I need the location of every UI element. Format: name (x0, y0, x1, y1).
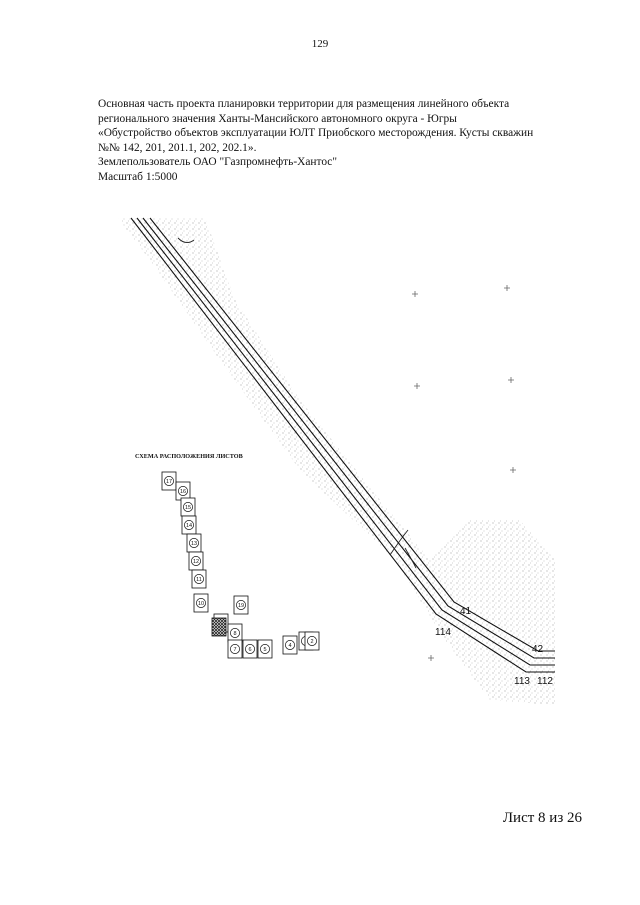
label-42: 42 (532, 644, 544, 655)
scheme-sheet-12: 12 (188, 551, 204, 571)
header-line-6: Масштаб 1:5000 (98, 170, 178, 183)
scheme-sheet-17: 17 (161, 471, 177, 491)
header-line-1: Основная часть проекта планировки террит… (98, 98, 510, 110)
label-112: 112 (537, 676, 553, 687)
current-sheet-marker (211, 617, 227, 637)
scheme-sheet-13: 13 (186, 533, 202, 553)
scheme-sheet-label: 5 (263, 647, 266, 653)
sheet-counter: Лист 8 из 26 (502, 810, 582, 826)
document-header: Основная часть проекта планировки террит… (98, 97, 568, 185)
scheme-sheet-label: 10 (198, 601, 204, 607)
scheme-sheet-8: 8 (227, 623, 243, 643)
scheme-sheet-label: 16 (180, 489, 186, 495)
scheme-sheet-label: 2 (310, 639, 313, 645)
scheme-sheet-19: 19 (233, 595, 249, 615)
scheme-sheet-2: 2 (304, 631, 320, 651)
scheme-sheet-label: 11 (196, 577, 202, 583)
scheme-title: СХЕМА РАСПОЛОЖЕНИЯ ЛИСТОВ (135, 453, 243, 460)
scheme-sheet-label: 6 (248, 647, 251, 653)
pipeline-corridor (130, 217, 555, 673)
scheme-cells: 17161514131211101998765432 (161, 471, 320, 659)
header-line-2: регионального значения Ханты-Мансийского… (98, 112, 457, 125)
scheme-sheet-7: 7 (227, 639, 243, 659)
scheme-sheet-5: 5 (257, 639, 273, 659)
label-41: 41 (460, 606, 472, 617)
corridor-arcs (177, 237, 417, 569)
scheme-sheet-label: 13 (191, 541, 197, 547)
scheme-sheet-6: 6 (242, 639, 258, 659)
scheme-sheet-label: 4 (288, 643, 291, 649)
label-113: 113 (514, 676, 530, 687)
scheme-sheet-15: 15 (180, 497, 196, 517)
scheme-sheet-10: 10 (193, 593, 209, 613)
point-labels: 41 114 42 113 112 (435, 606, 553, 687)
header-line-5: Землепользователь ОАО "Газпромнефть-Хант… (98, 156, 338, 169)
scheme-sheet-label: 8 (233, 631, 236, 637)
ground-texture (118, 218, 555, 705)
scheme-sheet-14: 14 (181, 515, 197, 535)
scheme-sheet-16: 16 (175, 481, 191, 501)
scheme-sheet-label: 17 (166, 479, 172, 485)
header-line-3: «Обустройство объектов эксплуатации ЮЛТ … (98, 127, 534, 140)
scheme-sheet-label: 15 (185, 505, 191, 511)
scheme-sheet-label: 19 (238, 603, 244, 609)
scheme-sheet-label: 12 (193, 559, 199, 565)
survey-crosses (412, 285, 516, 661)
page-number: 129 (311, 38, 329, 50)
scheme-sheet-11: 11 (191, 569, 207, 589)
scheme-sheet-label: 14 (186, 523, 192, 529)
scheme-sheet-4: 4 (282, 635, 298, 655)
sheet-layout-scheme: СХЕМА РАСПОЛОЖЕНИЯ ЛИСТОВ 17 16 15 14 13 12 11… (135, 453, 320, 659)
scheme-sheet-label: 7 (233, 647, 236, 653)
label-114: 114 (435, 627, 451, 638)
header-line-4: №№ 142, 201, 201.1, 202, 202.1». (98, 141, 257, 154)
